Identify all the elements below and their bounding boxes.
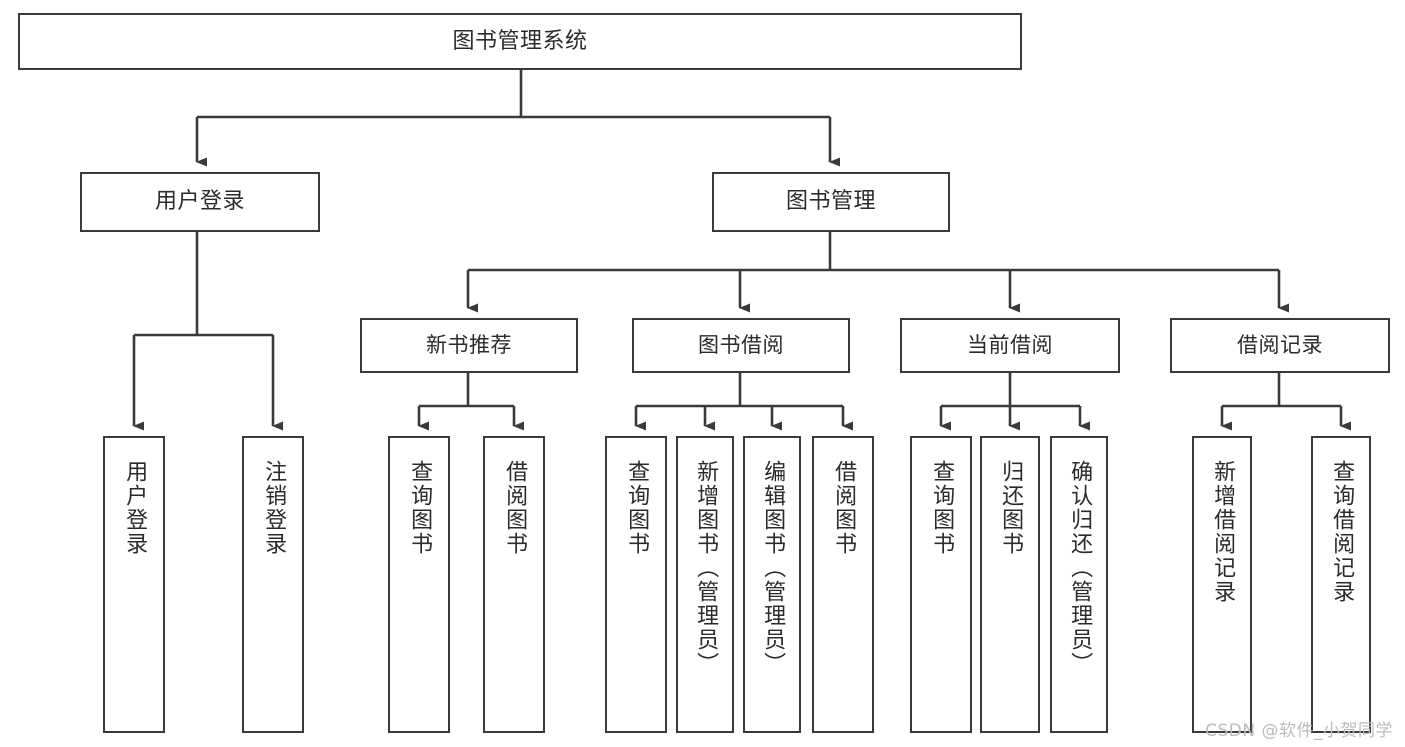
node-leaf-confirm-return-admin[interactable]: 确认归还（管理员）: [1050, 436, 1108, 733]
node-leaf-add-borrow-record[interactable]: 新增借阅记录: [1192, 436, 1252, 733]
node-leaf-borrow-book[interactable]: 借阅图书: [812, 436, 874, 733]
node-label: 用户登录: [122, 460, 148, 556]
node-label: 借阅图书: [502, 460, 528, 556]
node-leaf-query-borrow-record[interactable]: 查询借阅记录: [1311, 436, 1371, 733]
node-label: 注销登录: [261, 460, 287, 556]
node-leaf-user-login[interactable]: 用户登录: [103, 436, 165, 733]
node-label: 归还图书: [998, 460, 1024, 556]
node-label: 图书管理: [785, 189, 876, 215]
node-label: 新增借阅记录: [1210, 460, 1236, 604]
node-leaf-logout[interactable]: 注销登录: [242, 436, 304, 733]
node-label: 借阅记录: [1237, 333, 1323, 358]
node-label: 新增图书（管理员）: [693, 460, 719, 676]
node-book-management[interactable]: 图书管理: [712, 172, 950, 232]
node-label: 借阅图书: [831, 460, 857, 556]
node-leaf-edit-book-admin[interactable]: 编辑图书（管理员）: [743, 436, 801, 733]
node-label: 查询借阅记录: [1329, 460, 1355, 604]
node-leaf-query-book-recommend[interactable]: 查询图书: [388, 436, 450, 733]
node-borrow-record[interactable]: 借阅记录: [1170, 318, 1390, 373]
node-label: 查询图书: [407, 460, 433, 556]
node-label: 确认归还（管理员）: [1067, 460, 1093, 676]
node-leaf-borrow-book-recommend[interactable]: 借阅图书: [483, 436, 545, 733]
node-leaf-query-book-current[interactable]: 查询图书: [910, 436, 972, 733]
node-label: 图书管理系统: [452, 28, 588, 54]
node-leaf-add-book-admin[interactable]: 新增图书（管理员）: [676, 436, 734, 733]
node-root-book-management-system[interactable]: 图书管理系统: [18, 13, 1022, 70]
node-leaf-return-book[interactable]: 归还图书: [980, 436, 1040, 733]
node-label: 新书推荐: [426, 333, 512, 358]
node-label: 查询图书: [929, 460, 955, 556]
node-label: 编辑图书（管理员）: [760, 460, 786, 676]
node-user-login[interactable]: 用户登录: [80, 172, 320, 232]
node-label: 查询图书: [624, 460, 650, 556]
node-book-borrow[interactable]: 图书借阅: [632, 318, 850, 373]
node-label: 当前借阅: [967, 333, 1053, 358]
node-new-book-recommend[interactable]: 新书推荐: [360, 318, 578, 373]
node-current-borrow[interactable]: 当前借阅: [900, 318, 1120, 373]
node-leaf-query-book-borrow[interactable]: 查询图书: [605, 436, 667, 733]
node-label: 用户登录: [154, 189, 245, 215]
node-label: 图书借阅: [698, 333, 784, 358]
